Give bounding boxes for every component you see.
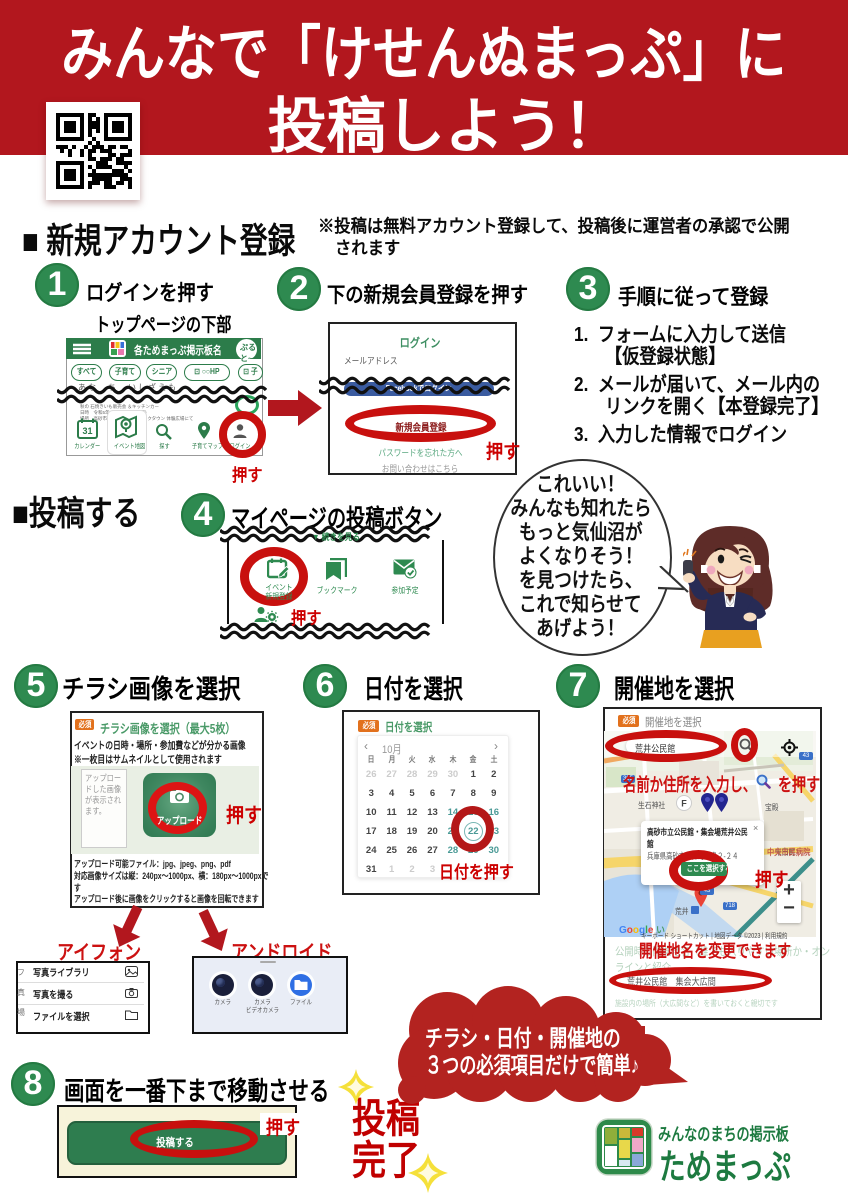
- svg-text:F: F: [681, 799, 687, 809]
- svg-text:31: 31: [82, 426, 92, 436]
